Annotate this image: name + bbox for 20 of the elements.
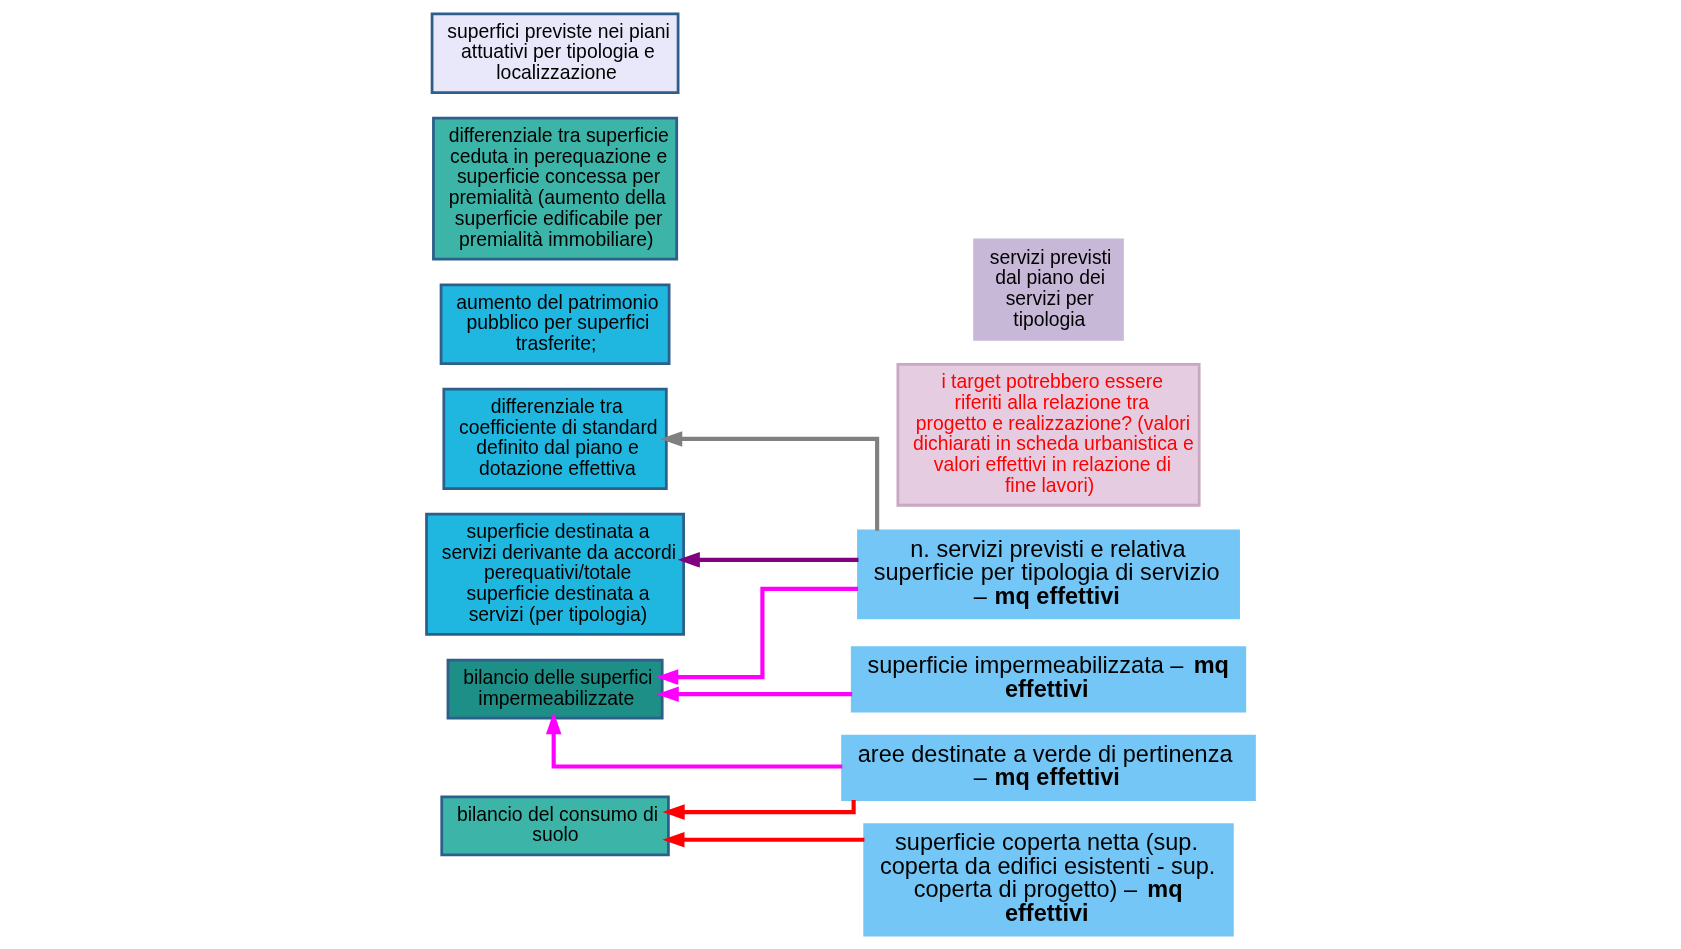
arrow bbox=[660, 431, 880, 531]
arrow bbox=[662, 800, 856, 820]
arrow bbox=[677, 552, 859, 568]
node-box: superficie destinata a servizi derivante da accordi perequativi/totale superficie destinata a servizi (per tipologia) bbox=[425, 512, 685, 636]
node-box: superfici previste nei piani attuativi per tipologia e localizzazione bbox=[430, 12, 680, 95]
node-box: differenziale tra superficie ceduta in perequazione e superficie concessa per premialità (aumento della superficie edificabile per premialità immobiliare) bbox=[432, 116, 679, 261]
arrow bbox=[545, 712, 843, 769]
node-box: bilancio delle superfici impermeabilizzate bbox=[446, 658, 664, 720]
node-box: n. servizi previsti e relativa superficie per tipologia di servizio – mq effettivi bbox=[857, 529, 1240, 620]
arrow bbox=[656, 586, 859, 685]
node-box: aree destinate a verde di pertinenza – mq effettivi bbox=[841, 734, 1256, 802]
node-box: i target potrebbero essere riferiti alla relazione tra progetto e realizzazione? (valori dichiarati in scheda urbanistica e valori effettivi in relazione di fine lavori) bbox=[896, 362, 1201, 507]
node-box: superficie coperta netta (sup. coperta da edifici esistenti - sup. coperta di progetto) – mq effettivi bbox=[863, 823, 1234, 937]
arrow bbox=[662, 832, 865, 848]
node-box: aumento del patrimonio pubblico per superfici trasferite; bbox=[439, 283, 671, 365]
arrow bbox=[656, 686, 853, 702]
node-box: differenziale tra coefficiente di standard definito dal piano e dotazione effettiva bbox=[442, 387, 668, 491]
node-box: superficie impermeabilizzata – mq effettivi bbox=[850, 646, 1247, 713]
node-box: servizi previsti dal piano dei servizi per tipologia bbox=[973, 238, 1124, 341]
node-box: bilancio del consumo di suolo bbox=[440, 795, 670, 857]
